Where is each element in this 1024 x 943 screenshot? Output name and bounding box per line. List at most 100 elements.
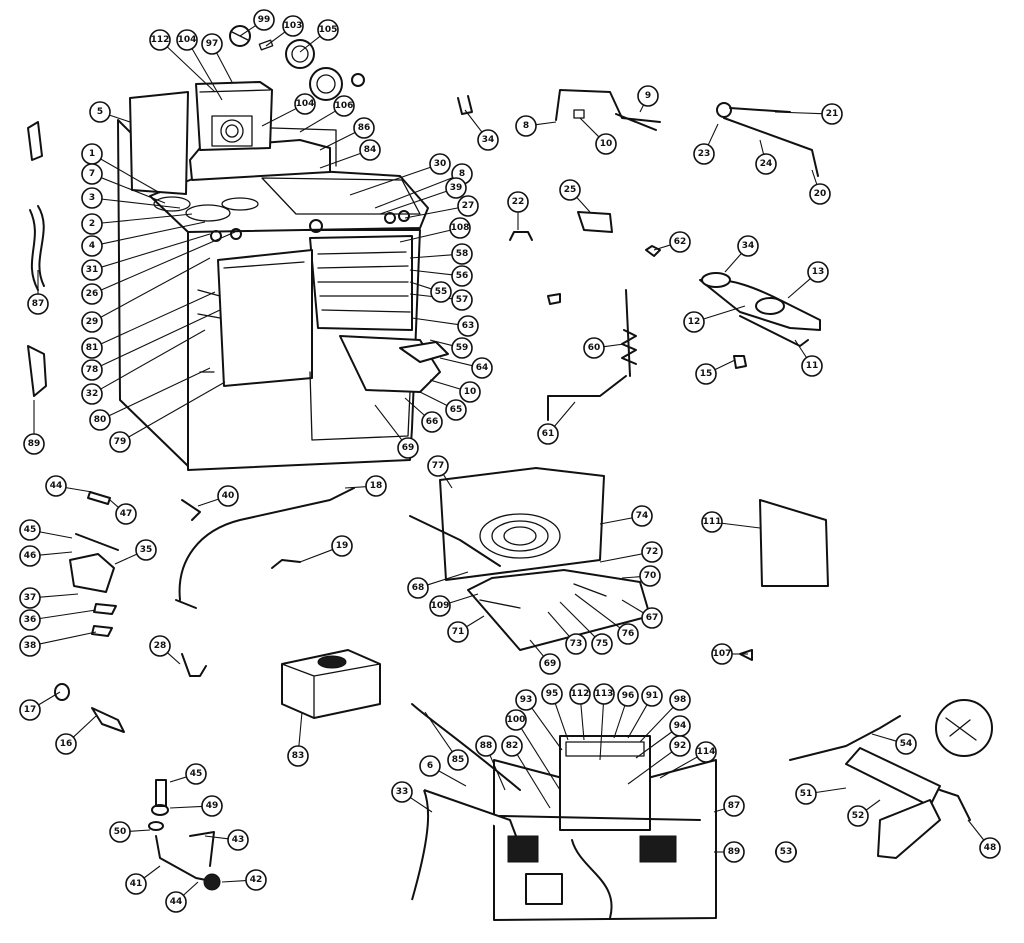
part-callout: 107: [711, 643, 733, 665]
leader-line: [489, 754, 506, 791]
small-bolt: [739, 649, 753, 661]
callout-number: 46: [24, 551, 37, 561]
part-callout: 9: [637, 85, 659, 107]
callout-circle: [407, 577, 429, 599]
leader-line: [410, 797, 433, 813]
leader-line: [464, 109, 483, 133]
leader-line: [404, 207, 459, 219]
leader-line: [319, 152, 361, 169]
callout-circle: [81, 235, 103, 257]
leader-line: [639, 706, 674, 743]
leader-line: [759, 139, 765, 155]
callout-circle: [807, 261, 829, 283]
callout-number: 20: [814, 189, 827, 199]
callout-number: 42: [250, 875, 263, 885]
callout-number: 44: [170, 897, 183, 907]
part-callout: 62: [669, 231, 691, 253]
leader-line: [424, 711, 453, 753]
leader-line: [39, 551, 73, 556]
callout-number: 58: [456, 249, 469, 259]
part-callout: 58: [451, 243, 473, 265]
callout-number: 67: [646, 613, 659, 623]
callout-number: 64: [476, 363, 489, 373]
callout-number: 95: [546, 689, 559, 699]
callout-number: 81: [86, 343, 99, 353]
leader-line: [319, 131, 356, 151]
callout-number: 21: [826, 109, 839, 119]
leader-line: [221, 880, 247, 883]
part-callout: 69: [539, 653, 561, 675]
callout-circle: [81, 359, 103, 381]
callout-number: 111: [703, 517, 722, 527]
leader-line: [627, 751, 673, 785]
callout-circle: [595, 133, 617, 155]
callout-circle: [429, 153, 451, 175]
leader-line: [635, 731, 673, 759]
callout-circle: [419, 755, 441, 777]
leader-line: [580, 703, 585, 741]
callout-number: 59: [456, 343, 469, 353]
part-callout: 108: [449, 217, 471, 239]
callout-number: 112: [571, 689, 590, 699]
leader-line: [439, 357, 473, 367]
part-callout: 112: [149, 29, 171, 51]
callout-circle: [165, 891, 187, 913]
callout-circle: [27, 293, 49, 315]
callout-circle: [282, 15, 304, 37]
part-callout: 92: [669, 735, 691, 757]
part-callout: 71: [447, 621, 469, 643]
callout-number: 61: [542, 429, 555, 439]
callout-circle: [45, 475, 67, 497]
callout-circle: [81, 283, 103, 305]
leader-line: [129, 829, 151, 832]
callout-number: 18: [370, 481, 383, 491]
part-callout: 4: [81, 235, 103, 257]
callout-circle: [359, 139, 381, 161]
callout-circle: [19, 635, 41, 657]
callout-number: 104: [178, 35, 197, 45]
callout-number: 2: [89, 219, 95, 229]
callout-number: 28: [154, 641, 167, 651]
callout-circle: [637, 85, 659, 107]
part-callout: 22: [507, 191, 529, 213]
part-callout: 50: [109, 821, 131, 843]
callout-circle: [445, 177, 467, 199]
part-callout: 7: [81, 163, 103, 185]
callout-number: 8: [459, 169, 465, 179]
part-callout: 17: [19, 699, 41, 721]
part-callout: 106: [333, 95, 355, 117]
callout-number: 84: [364, 145, 377, 155]
part-callout: 74: [631, 505, 653, 527]
callout-number: 15: [700, 369, 713, 379]
part-callout: 57: [451, 289, 473, 311]
part-callout: 68: [407, 577, 429, 599]
callout-number: 44: [50, 481, 63, 491]
leader-line: [721, 522, 761, 529]
leader-line: [128, 381, 226, 438]
part-callout: 5: [89, 101, 111, 123]
leader-line: [101, 177, 166, 204]
part-callout: 45: [19, 519, 41, 541]
callout-number: 100: [507, 715, 526, 725]
leader-line: [419, 391, 448, 407]
callout-circle: [459, 381, 481, 403]
callout-circle: [755, 153, 777, 175]
part-callout: 59: [451, 337, 473, 359]
leader-line: [621, 599, 644, 614]
callout-number: 105: [319, 25, 338, 35]
callout-number: 97: [206, 39, 219, 49]
part-callout: 34: [477, 129, 499, 151]
callout-number: 54: [900, 739, 913, 749]
callout-circle: [693, 143, 715, 165]
callout-circle: [617, 685, 639, 707]
part-callout: 12: [683, 311, 705, 333]
callout-circle: [447, 749, 469, 771]
leader-line: [547, 611, 570, 637]
part-callout: 69: [397, 437, 419, 459]
callout-number: 31: [86, 265, 99, 275]
part-callout: 47: [115, 503, 137, 525]
callout-circle: [365, 475, 387, 497]
leader-line: [599, 517, 633, 525]
callout-circle: [217, 485, 239, 507]
